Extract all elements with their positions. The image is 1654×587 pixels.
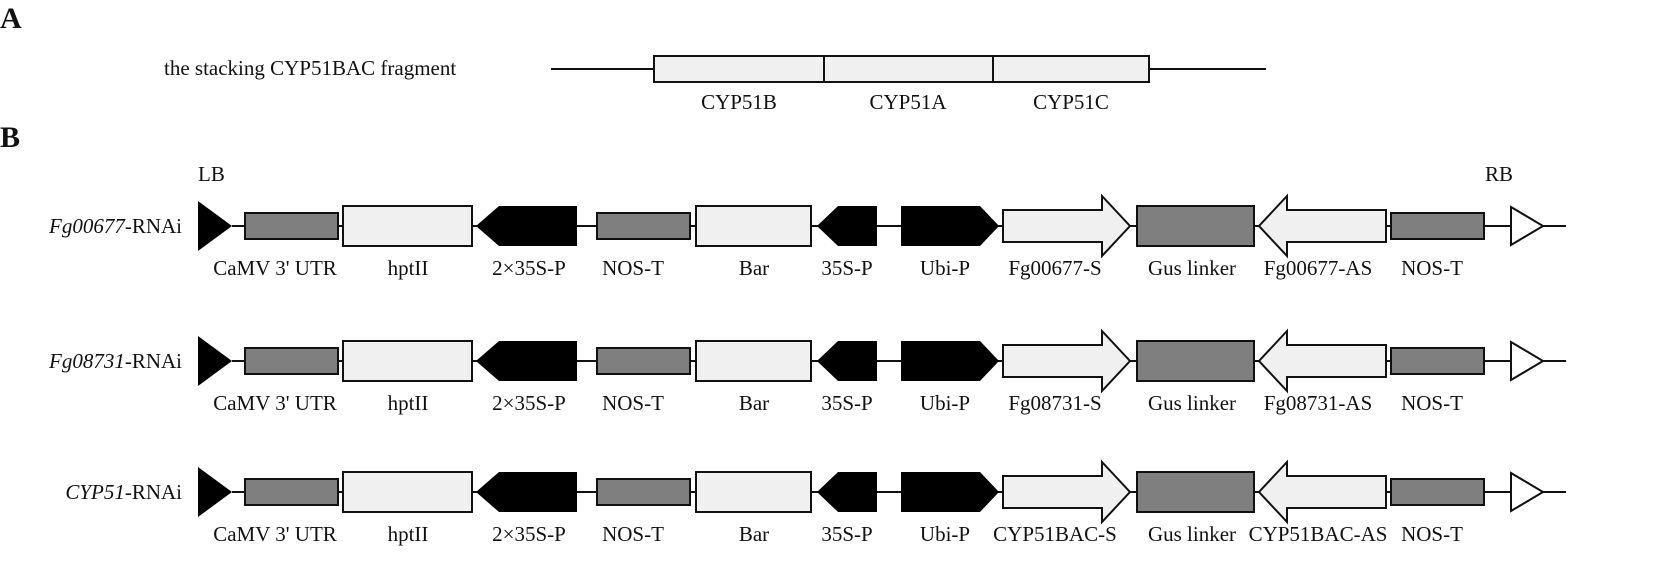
label-sense: Fg00677-S — [1008, 256, 1101, 280]
fragment-label: the stacking CYP51BAC fragment — [164, 56, 456, 80]
label-2x35s-p: 2×35S-P — [492, 256, 566, 280]
nos-terminator-box — [596, 478, 691, 506]
label-nos-t: NOS-T — [602, 256, 664, 280]
label-hptii: hptII — [388, 391, 429, 415]
antisense-arrow — [1257, 193, 1387, 259]
antisense-arrow — [1257, 328, 1387, 394]
antisense-arrow — [1257, 459, 1387, 525]
construct-name: CYP51-RNAi — [65, 480, 182, 504]
nos-terminator-box — [596, 347, 691, 375]
hptii-box — [342, 471, 473, 513]
sense-arrow — [1002, 193, 1132, 259]
bar-box — [695, 340, 812, 382]
label-bar: Bar — [739, 391, 769, 415]
segment-cyp51c — [992, 55, 1150, 83]
nos-terminator-box-2 — [1390, 347, 1485, 375]
construct-fg08731-rnai: Fg08731-RNAi CaMV 3' UTR hptII 2×35S-P N… — [48, 328, 1566, 415]
rb-label: RB — [1485, 162, 1513, 186]
construct-fg00677-rnai: Fg00677-RNAi CaMV 3' UTR hptII 2×35S-P N… — [48, 193, 1566, 280]
label-ubi-p: Ubi-P — [920, 522, 970, 546]
label-nos-t-2: NOS-T — [1401, 391, 1463, 415]
label-35s-p: 35S-P — [821, 256, 872, 280]
35s-promoter — [817, 206, 877, 246]
panel-b-label: B — [0, 121, 20, 154]
label-nos-t-2: NOS-T — [1401, 256, 1463, 280]
label-2x35s-p: 2×35S-P — [492, 522, 566, 546]
label-ubi-p: Ubi-P — [920, 391, 970, 415]
gus-linker-box — [1136, 471, 1255, 513]
rb-arrowhead — [1510, 340, 1545, 382]
label-antisense: CYP51BAC-AS — [1249, 522, 1388, 546]
construct-name: Fg00677-RNAi — [48, 214, 182, 238]
lb-arrowhead — [198, 467, 232, 517]
segment-label-cyp51a: CYP51A — [869, 90, 947, 114]
sense-arrow — [1002, 328, 1132, 394]
label-nos-t: NOS-T — [602, 522, 664, 546]
label-ubi-p: Ubi-P — [920, 256, 970, 280]
label-nos-t-2: NOS-T — [1401, 522, 1463, 546]
label-35s-p: 35S-P — [821, 391, 872, 415]
label-nos-t: NOS-T — [602, 391, 664, 415]
label-hptii: hptII — [388, 256, 429, 280]
label-bar: Bar — [739, 522, 769, 546]
label-hptii: hptII — [388, 522, 429, 546]
label-sense: Fg08731-S — [1008, 391, 1101, 415]
label-gus-linker: Gus linker — [1148, 256, 1236, 280]
label-35s-p: 35S-P — [821, 522, 872, 546]
label-gus-linker: Gus linker — [1148, 522, 1236, 546]
nos-terminator-box-2 — [1390, 212, 1485, 240]
gus-linker-box — [1136, 205, 1255, 247]
label-camv-3utr: CaMV 3' UTR — [213, 391, 337, 415]
35s-promoter — [817, 472, 877, 512]
2x35s-promoter — [476, 341, 577, 381]
ubi-promoter — [901, 341, 999, 381]
label-2x35s-p: 2×35S-P — [492, 391, 566, 415]
segment-label-cyp51b: CYP51B — [701, 90, 777, 114]
construct-name: Fg08731-RNAi — [48, 349, 182, 373]
camv-3utr-box — [244, 212, 339, 240]
nos-terminator-box-2 — [1390, 478, 1485, 506]
label-sense: CYP51BAC-S — [993, 522, 1117, 546]
ubi-promoter — [901, 206, 999, 246]
label-antisense: Fg00677-AS — [1264, 256, 1373, 280]
hptii-box — [342, 340, 473, 382]
label-gus-linker: Gus linker — [1148, 391, 1236, 415]
sense-arrow — [1002, 459, 1132, 525]
segment-cyp51b — [653, 55, 825, 83]
label-bar: Bar — [739, 256, 769, 280]
lb-arrowhead — [198, 201, 232, 251]
bar-box — [695, 205, 812, 247]
rb-arrowhead — [1510, 471, 1545, 513]
hptii-box — [342, 205, 473, 247]
bar-box — [695, 471, 812, 513]
gus-linker-box — [1136, 340, 1255, 382]
nos-terminator-box — [596, 212, 691, 240]
label-antisense: Fg08731-AS — [1264, 391, 1373, 415]
35s-promoter — [817, 341, 877, 381]
lb-label: LB — [198, 162, 225, 186]
construct-cyp51-rnai: CYP51-RNAi CaMV 3' UTR hptII 2×35S-P NOS… — [65, 459, 1566, 546]
ubi-promoter — [901, 472, 999, 512]
rb-arrowhead — [1510, 205, 1545, 247]
segment-label-cyp51c: CYP51C — [1033, 90, 1109, 114]
segment-cyp51a — [823, 55, 994, 83]
2x35s-promoter — [476, 206, 577, 246]
lb-arrowhead — [198, 336, 232, 386]
panel-a-label: A — [0, 2, 22, 35]
2x35s-promoter — [476, 472, 577, 512]
camv-3utr-box — [244, 478, 339, 506]
label-camv-3utr: CaMV 3' UTR — [213, 522, 337, 546]
camv-3utr-box — [244, 347, 339, 375]
label-camv-3utr: CaMV 3' UTR — [213, 256, 337, 280]
